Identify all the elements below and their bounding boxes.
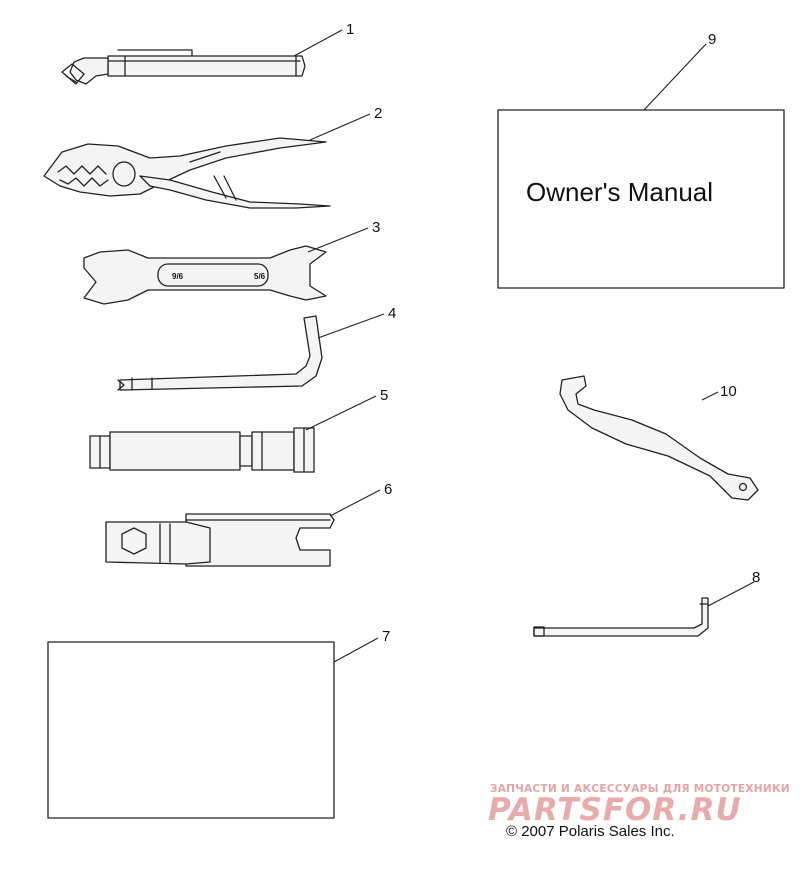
part-9-owners-manual: Owner's Manual [497,109,785,289]
callout-3: 3 [372,219,380,236]
manual-title: Owner's Manual [526,177,713,207]
callout-numbers: 1 2 3 4 5 6 7 8 9 10 [346,21,760,645]
part-1-screwdriver [61,49,306,85]
part-5-socket [89,427,315,473]
part-10-spanner [559,375,759,501]
callout-9: 9 [708,31,716,48]
callout-2: 2 [374,105,382,122]
callout-8: 8 [752,569,760,586]
watermark: ЗАПЧАСТИ И АКСЕССУАРЫ ДЛЯ МОТОТЕХНИКИ PA… [488,783,790,828]
callout-6: 6 [384,481,392,498]
leader-lines [293,29,755,663]
part-4-l-tool [117,315,323,391]
callout-4: 4 [388,305,396,322]
part-7-document [47,641,335,819]
watermark-tagline: ЗАПЧАСТИ И АКСЕССУАРЫ ДЛЯ МОТОТЕХНИКИ [490,783,790,795]
wrench-mark-left: 9/6 [172,272,184,281]
copyright-notice: © 2007 Polaris Sales Inc. [506,823,675,840]
part-3-wrench: 9/6 5/6 [83,245,327,305]
part-8-hex-key [533,597,709,637]
part-6-combo-tool [105,513,335,567]
callout-1: 1 [346,21,354,38]
part-2-pliers [43,137,331,209]
watermark-logo: PARTSFOR.RU [488,792,742,828]
callout-5: 5 [380,387,388,404]
callout-10: 10 [720,383,737,400]
wrench-mark-right: 5/6 [254,272,266,281]
callout-7: 7 [382,628,390,645]
